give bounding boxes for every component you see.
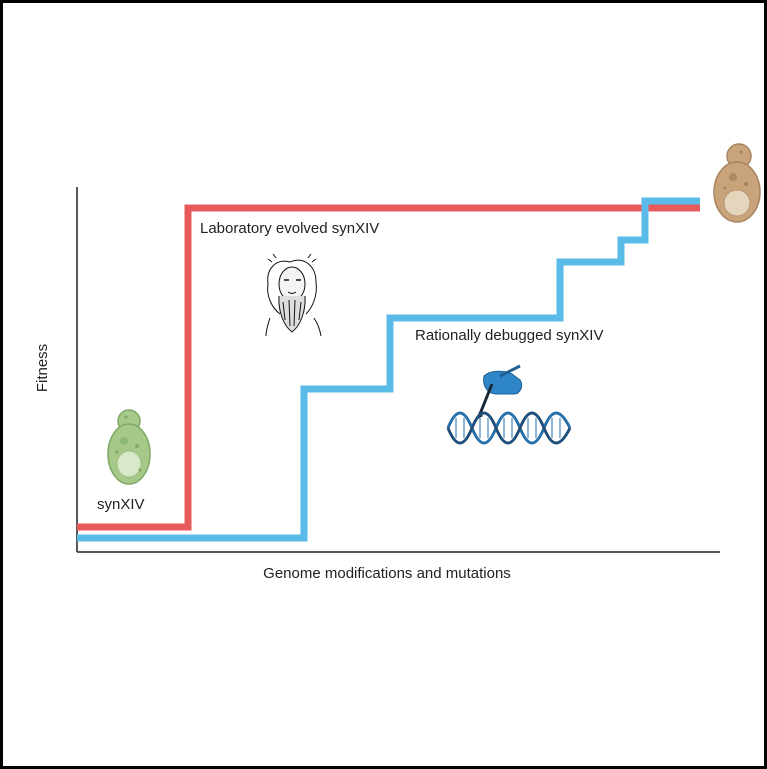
- debugged-label: Rationally debugged synXIV: [415, 327, 603, 344]
- lab-evolved-label: Laboratory evolved synXIV: [200, 220, 379, 237]
- dna-helix-icon: [446, 411, 572, 445]
- brown-yeast-cell-icon: [713, 143, 761, 223]
- y-axis-label: Fitness: [34, 344, 51, 392]
- darwin-portrait-icon: [265, 253, 322, 337]
- green-yeast-cell-icon: [107, 409, 151, 485]
- debugged-line: [77, 197, 700, 542]
- lab-evolved-line: [77, 204, 700, 531]
- x-axis-label: Genome modifications and mutations: [263, 565, 511, 582]
- start-strain-label: synXIV: [97, 496, 145, 513]
